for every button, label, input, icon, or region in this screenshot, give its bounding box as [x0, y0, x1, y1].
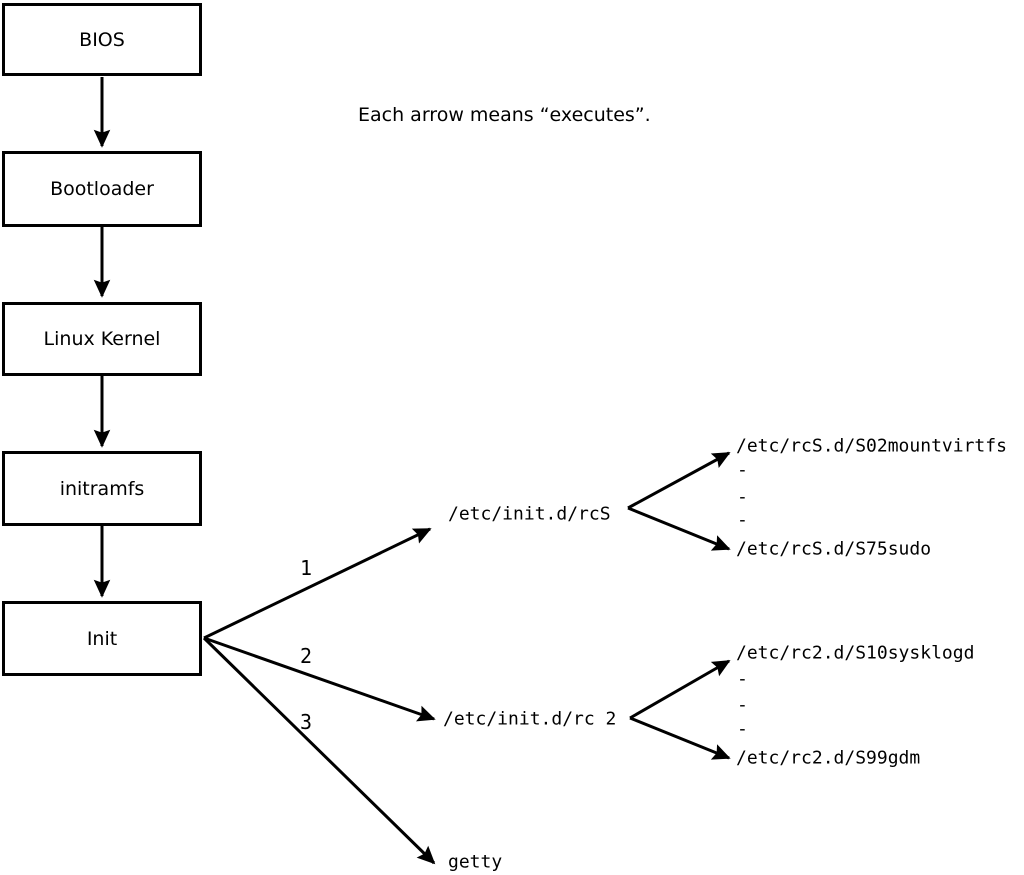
script-rc2-first: /etc/rc2.d/S10sysklogd: [736, 642, 975, 664]
node-etc-init-d-rcS: /etc/init.d/rcS: [448, 503, 611, 525]
ellipsis-dash: -: [737, 509, 748, 531]
box-init: Init: [2, 601, 202, 676]
box-bios-label: BIOS: [79, 28, 125, 51]
arrow-rc2-to-first-script: [629, 659, 731, 720]
script-rc2-last: /etc/rc2.d/S99gdm: [736, 747, 921, 769]
box-bios: BIOS: [2, 3, 202, 76]
box-linux-kernel: Linux Kernel: [2, 302, 202, 376]
ellipsis-dash: -: [737, 668, 748, 690]
box-init-label: Init: [86, 627, 118, 650]
arrow-rc2-to-last-script: [629, 716, 731, 760]
ellipsis-dash: -: [737, 459, 748, 481]
box-bootloader-label: Bootloader: [50, 178, 154, 200]
ellipsis-dash: -: [737, 694, 748, 716]
script-rcS-first: /etc/rcS.d/S02mountvirtfs: [736, 435, 1007, 457]
ellipsis-dash: -: [737, 718, 748, 740]
box-linux-kernel-label: Linux Kernel: [43, 328, 161, 350]
arrow-init-to-getty: [202, 636, 436, 865]
box-initramfs: initramfs: [2, 451, 202, 526]
edge-label-3: 3: [299, 710, 313, 734]
arrow-init-to-rcS: [203, 527, 432, 640]
script-rcS-last: /etc/rcS.d/S75sudo: [736, 538, 932, 560]
ellipsis-dash: -: [737, 486, 748, 508]
node-etc-init-d-rc2: /etc/init.d/rc 2: [443, 708, 617, 730]
edge-label-2: 2: [299, 644, 313, 668]
arrow-init-to-rc2: [203, 636, 436, 722]
node-getty: getty: [448, 851, 503, 873]
arrow-rcS-to-last-script: [627, 506, 731, 551]
arrow-rcS-to-first-script: [627, 451, 731, 510]
edge-label-1: 1: [299, 556, 313, 580]
box-bootloader: Bootloader: [2, 151, 202, 227]
legend-note: Each arrow means “executes”.: [358, 104, 651, 126]
box-initramfs-label: initramfs: [59, 477, 145, 500]
